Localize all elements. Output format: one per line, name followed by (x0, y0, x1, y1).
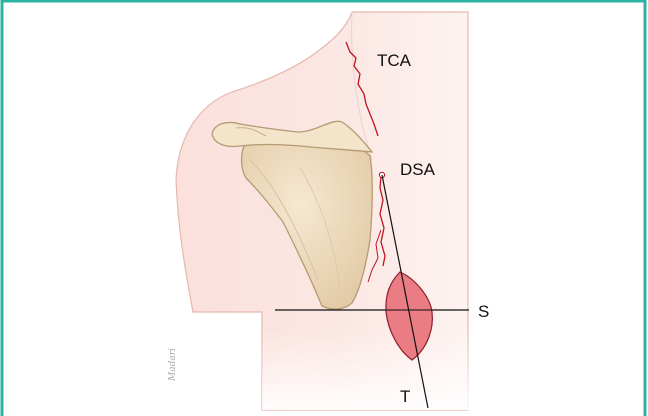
label-t: T (400, 387, 410, 406)
label-dsa: DSA (400, 160, 436, 179)
label-tca: TCA (377, 51, 412, 70)
artist-signature: Madari (168, 348, 178, 382)
label-s: S (478, 302, 489, 321)
